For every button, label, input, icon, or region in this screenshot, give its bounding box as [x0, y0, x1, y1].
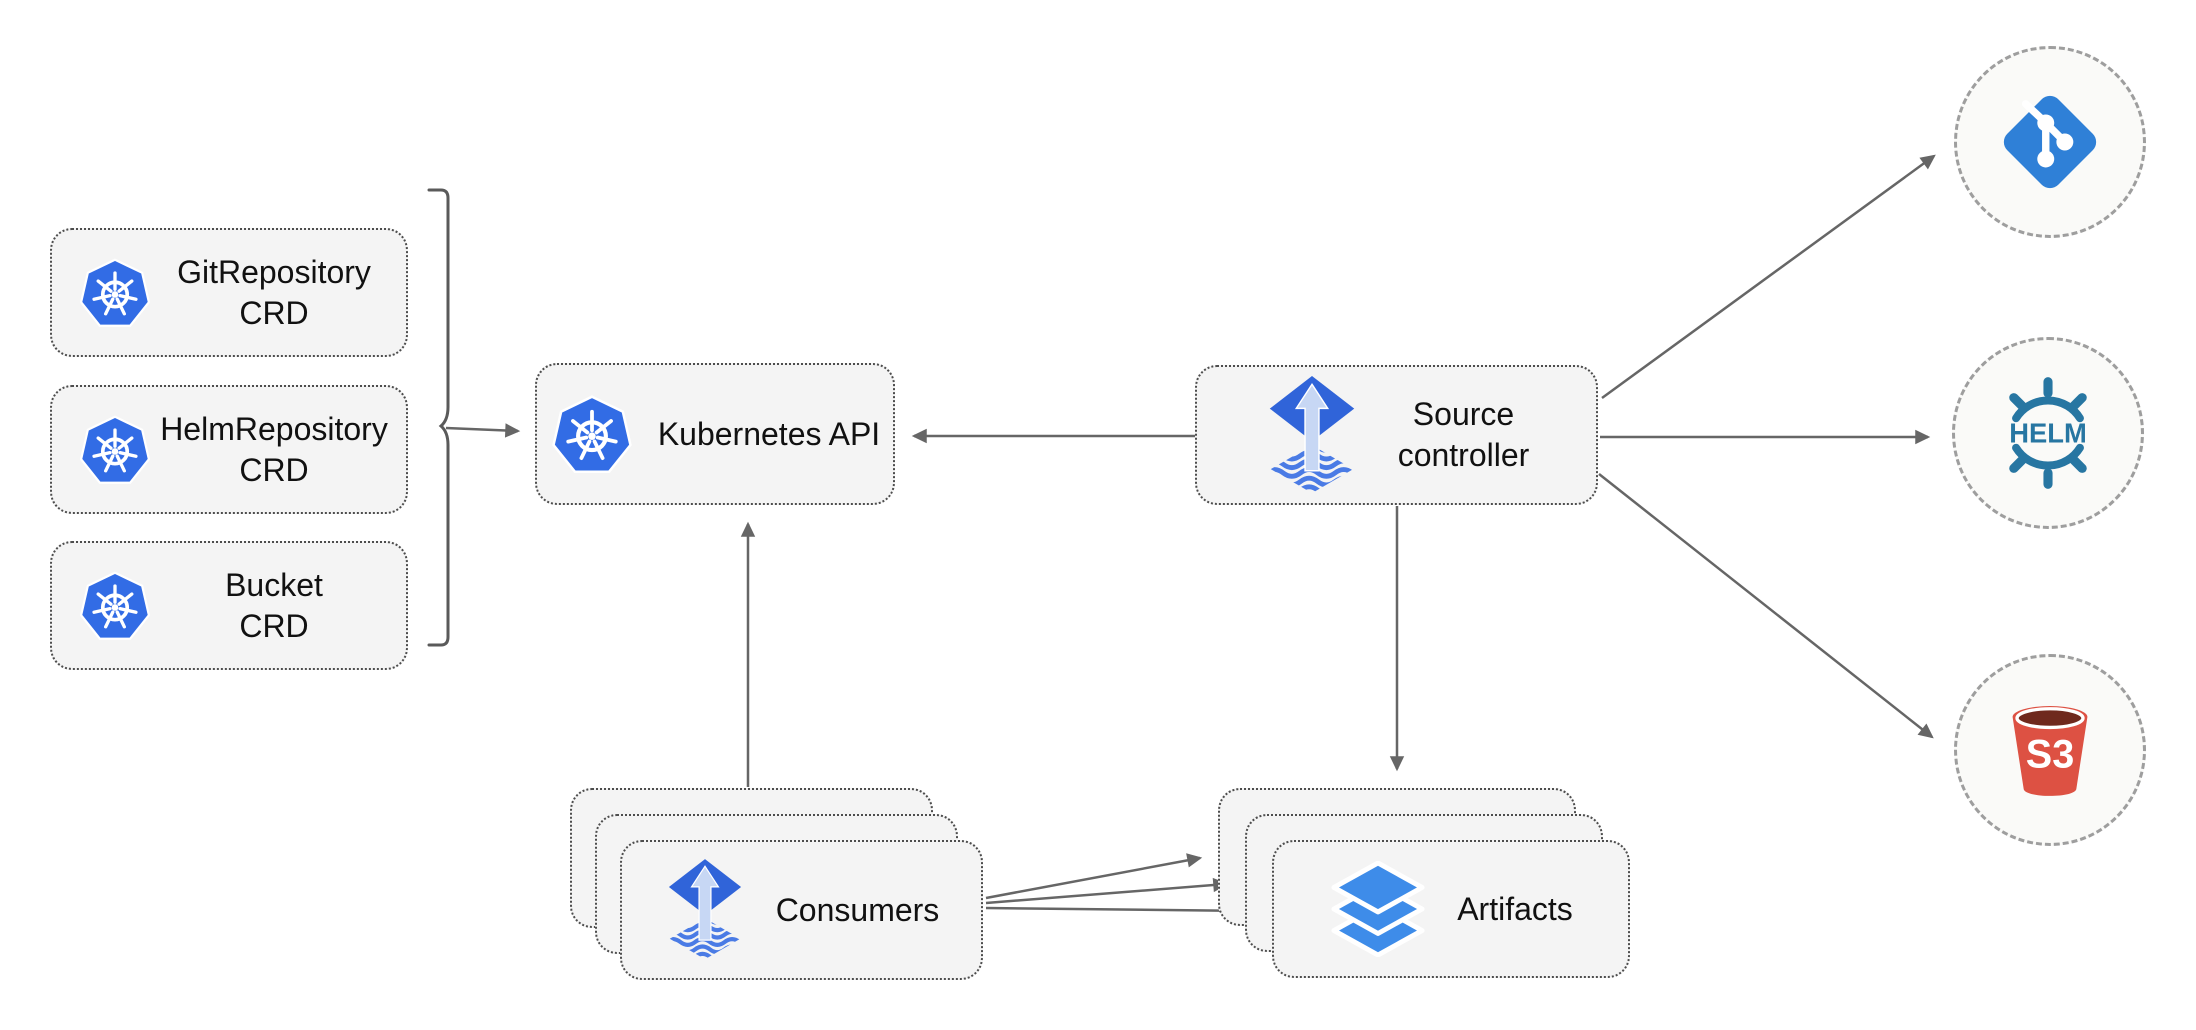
- helm-source-node: HELM: [1952, 337, 2144, 529]
- consumers-stack: Consumers: [570, 788, 990, 988]
- s3-icon: S3: [2012, 706, 2088, 796]
- s3-source-node: S3: [1954, 654, 2146, 846]
- artifacts-label: Artifacts: [1457, 890, 1573, 927]
- artifacts-node: Artifacts: [1272, 840, 1630, 978]
- connector-consumers-to-artifacts-3: [985, 903, 1256, 919]
- consumers-node: Consumers: [620, 840, 983, 980]
- kubernetes-icon: [551, 394, 632, 473]
- flux-icon: [668, 859, 741, 960]
- kubernetes-icon: [79, 570, 151, 640]
- layers-icon: [1331, 861, 1425, 957]
- kubernetes-api-node: Kubernetes API: [535, 363, 895, 505]
- helm-icon: HELM: [2009, 377, 2087, 489]
- git-source-node: [1954, 46, 2146, 238]
- connector-crds-to-kubernetes-api: [445, 423, 521, 438]
- kubernetes-icon: [79, 414, 151, 484]
- connector-consumers-to-artifacts-1: [985, 853, 1203, 900]
- kubernetes-icon: [79, 257, 151, 327]
- kubernetes-api-label: Kubernetes API: [657, 415, 881, 452]
- flux-icon: [1269, 375, 1354, 493]
- crd-grouping-bracket: [427, 188, 450, 647]
- connector-source-controller-to-git: [1601, 154, 1936, 400]
- consumers-label: Consumers: [775, 891, 940, 928]
- artifacts-stack: Artifacts: [1218, 788, 1638, 988]
- connector-consumers-to-artifacts-2: [985, 877, 1229, 905]
- s3-logo-text: S3: [2026, 733, 2074, 777]
- connector-source-controller-to-s3: [1598, 473, 1934, 739]
- helm-logo-text: HELM: [2009, 418, 2087, 449]
- git-icon: [2003, 95, 2097, 189]
